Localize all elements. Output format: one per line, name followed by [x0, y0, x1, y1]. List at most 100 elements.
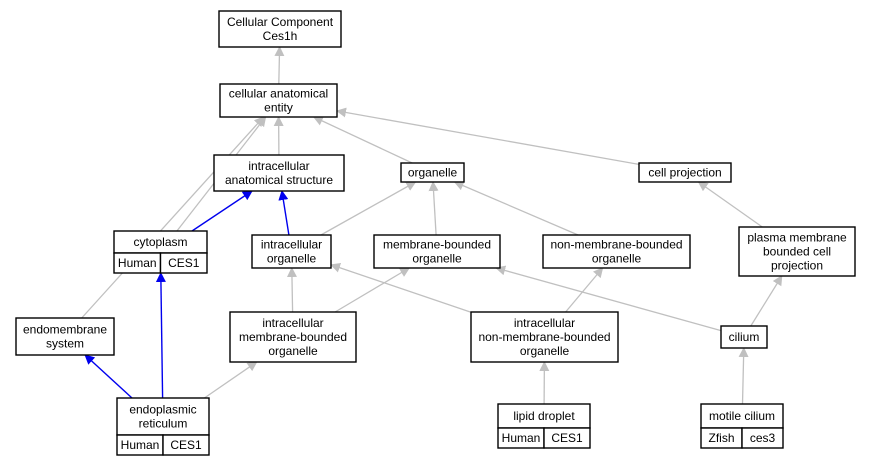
node-label: organelle: [408, 166, 458, 180]
node-label: bounded cell: [763, 245, 831, 259]
tag-label: ces3: [750, 431, 776, 445]
node-label: plasma membrane: [747, 231, 847, 245]
tag-label: Human: [502, 431, 541, 445]
node-label: intracellular: [248, 159, 309, 173]
tag-box: [162, 434, 210, 456]
node-box: [638, 162, 732, 183]
node-label: organelle: [592, 252, 642, 266]
node-label: cilium: [729, 330, 760, 344]
node-box: [400, 162, 465, 183]
node-label: reticulum: [139, 417, 188, 431]
edge-er-to-ems: [84, 354, 133, 399]
tag-ces1: CES1: [159, 252, 208, 274]
edge-cil-to-mbo: [495, 265, 722, 332]
node-org[interactable]: organelle: [400, 162, 465, 183]
edge-cp-to-cae: [336, 107, 640, 166]
tag-ces1: CES1: [162, 434, 210, 456]
node-cil[interactable]: cilium: [720, 325, 768, 349]
edge-cae-to-cc: [274, 46, 285, 85]
node-cp[interactable]: cell projection: [638, 162, 732, 183]
node-box: [218, 10, 342, 48]
node-box: [470, 311, 619, 363]
tag-label: CES1: [168, 256, 200, 270]
edge-mcil-to-cil: [738, 347, 749, 405]
node-label: endomembrane: [23, 323, 107, 337]
node-label: cell projection: [648, 166, 721, 180]
edge-er-to-imbo: [204, 361, 258, 399]
edge-org-to-cae: [312, 116, 413, 164]
node-label: organelle: [267, 252, 317, 266]
node-label: cellular anatomical: [229, 87, 328, 101]
node-label: intracellular: [261, 238, 322, 252]
node-inmbo[interactable]: intracellularnon-membrane-boundedorganel…: [470, 311, 619, 363]
node-label: motile cilium: [709, 409, 775, 423]
edge-io-to-ias: [278, 190, 290, 236]
node-box: [229, 311, 357, 363]
node-box: [213, 154, 345, 192]
edge-er-to-cyto: [155, 272, 166, 399]
tag-label: CES1: [170, 438, 202, 452]
node-box: [251, 234, 332, 269]
node-label: Ces1h: [263, 29, 298, 43]
node-label: non-membrane-bounded: [478, 330, 610, 344]
tag-box: [741, 427, 784, 449]
edge-io-to-org: [320, 181, 417, 236]
node-label: intracellular: [262, 316, 323, 330]
node-box: [373, 234, 501, 269]
tag-zfish: Zfish: [700, 427, 743, 449]
node-box: [542, 234, 691, 269]
tag-ces1: CES1: [543, 427, 591, 449]
tag-box: [543, 427, 591, 449]
tag-label: CES1: [551, 431, 583, 445]
edges-layer: [81, 46, 783, 405]
node-box: [700, 403, 784, 429]
node-box: [497, 403, 591, 429]
node-box: [116, 397, 210, 436]
edge-cyto-to-ias: [191, 190, 253, 232]
tag-human: Human: [116, 434, 164, 456]
node-label: organelle: [268, 344, 318, 358]
node-box: [720, 325, 768, 349]
node-label: intracellular: [514, 316, 575, 330]
node-box: [219, 83, 338, 118]
edge-imbo-to-mbo: [334, 267, 411, 313]
tag-label: Human: [118, 256, 157, 270]
node-box: [15, 317, 115, 356]
node-label: system: [46, 337, 84, 351]
node-label: Cellular Component: [227, 15, 334, 29]
node-label: organelle: [520, 344, 570, 358]
tag-human: Human: [113, 252, 162, 274]
edge-nmbo-to-org: [453, 180, 579, 236]
node-label: lipid droplet: [513, 409, 575, 423]
node-label: anatomical structure: [225, 173, 333, 187]
node-label: entity: [264, 101, 293, 115]
edge-inmbo-to-io: [330, 262, 472, 313]
tag-ces3: ces3: [741, 427, 784, 449]
tag-human: Human: [497, 427, 545, 449]
edge-ems-to-cae: [81, 116, 265, 319]
tag-label: Zfish: [708, 431, 734, 445]
node-box: [738, 226, 856, 277]
edge-inmbo-to-nmbo: [565, 267, 604, 313]
edge-cil-to-pmbcp: [750, 275, 783, 327]
tag-box: [159, 252, 208, 274]
edge-mbo-to-org: [428, 181, 439, 236]
node-label: membrane-bounded: [239, 330, 347, 344]
node-label: organelle: [412, 252, 462, 266]
node-label: endoplasmic: [129, 403, 196, 417]
node-label: non-membrane-bounded: [550, 238, 682, 252]
